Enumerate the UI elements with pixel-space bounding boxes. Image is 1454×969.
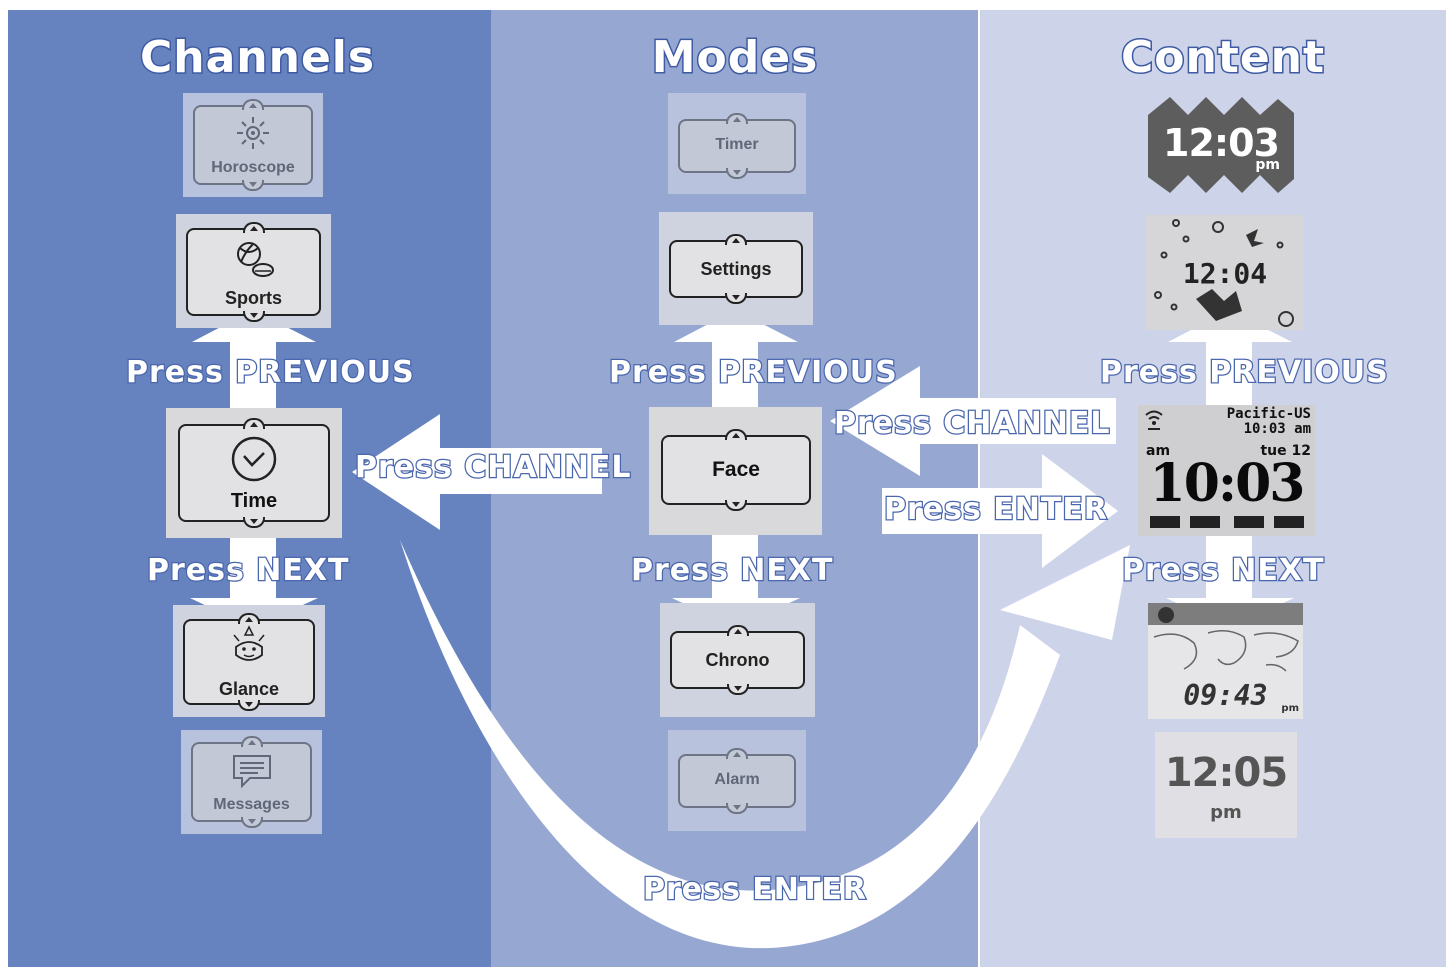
content-next-label: Press NEXT bbox=[1121, 552, 1325, 590]
content-to-modes-arrow bbox=[830, 366, 1116, 476]
bottom-enter-label: Press ENTER bbox=[642, 871, 867, 909]
channels-previous-label: Press PREVIOUS bbox=[125, 354, 415, 392]
modes-previous-label: Press PREVIOUS bbox=[608, 354, 898, 392]
face5-ampm: pm bbox=[1210, 802, 1242, 823]
modes-to-channels-arrow bbox=[352, 414, 602, 530]
modes-up-arrow bbox=[674, 310, 798, 410]
bubbles-pattern bbox=[1154, 219, 1294, 327]
channel-messages[interactable]: Messages bbox=[181, 730, 322, 834]
mode-face[interactable]: Face bbox=[649, 407, 822, 535]
alarm-label: Alarm bbox=[714, 771, 760, 788]
face5-time: 12:05 bbox=[1164, 750, 1288, 796]
mode-alarm[interactable]: Alarm bbox=[668, 730, 806, 831]
face3-city-time: 10:03 am bbox=[1243, 421, 1311, 437]
messages-label: Messages bbox=[213, 796, 290, 813]
glance-icon bbox=[233, 625, 265, 661]
channel-glance[interactable]: Glance bbox=[173, 605, 325, 717]
content-face-5[interactable]: 12:05 pm bbox=[1155, 732, 1297, 838]
face1-time: 12:03 bbox=[1163, 121, 1280, 165]
sports-icon bbox=[236, 242, 274, 277]
face3-day: tue 12 bbox=[1260, 443, 1311, 459]
channel-sports[interactable]: Sports bbox=[176, 214, 331, 328]
content-channel-label: Press CHANNEL bbox=[833, 405, 1111, 443]
content-face-3[interactable]: Pacific-US 10:03 am am tue 12 10:03 bbox=[1138, 405, 1315, 536]
time-label: Time bbox=[230, 490, 278, 512]
channels-next-label: Press NEXT bbox=[146, 552, 350, 590]
timer-label: Timer bbox=[715, 136, 759, 153]
settings-label: Settings bbox=[700, 259, 772, 279]
modes-next-label: Press NEXT bbox=[630, 552, 834, 590]
content-face-1[interactable]: 12:03 pm bbox=[1148, 93, 1294, 198]
world-map bbox=[1148, 603, 1303, 672]
content-face-2[interactable]: 12:04 bbox=[1146, 215, 1304, 330]
zigzag-pattern bbox=[1148, 93, 1294, 198]
content-heading: Content bbox=[1119, 31, 1326, 85]
content-enter-label: Press ENTER bbox=[883, 491, 1108, 529]
face3-city: Pacific-US bbox=[1226, 406, 1311, 422]
horoscope-label: Horoscope bbox=[211, 159, 295, 176]
clock-icon bbox=[231, 436, 277, 482]
channels-heading: Channels bbox=[139, 31, 376, 85]
channel-time[interactable]: Time bbox=[166, 408, 342, 538]
enter-curve-arrow bbox=[400, 540, 1130, 949]
glance-label: Glance bbox=[218, 679, 280, 699]
face3-time: 10:03 bbox=[1149, 453, 1306, 514]
horoscope-icon bbox=[237, 117, 269, 149]
face-label: Face bbox=[712, 458, 760, 481]
signal-icon bbox=[1145, 410, 1163, 430]
face1-ampm: pm bbox=[1255, 157, 1280, 173]
face4-time: 09:43 bbox=[1183, 679, 1268, 712]
face4-ampm: pm bbox=[1281, 703, 1299, 714]
modes-heading: Modes bbox=[650, 31, 819, 85]
chrono-label: Chrono bbox=[705, 650, 770, 670]
content-previous-label: Press PREVIOUS bbox=[1099, 354, 1389, 392]
mode-settings[interactable]: Settings bbox=[659, 212, 813, 325]
messages-icon bbox=[232, 755, 271, 789]
content-face-4[interactable]: 09:43 pm bbox=[1148, 603, 1303, 719]
modes-channel-label: Press CHANNEL bbox=[354, 449, 632, 487]
channel-horoscope[interactable]: Horoscope bbox=[183, 93, 323, 197]
face3-glyph-row bbox=[1150, 516, 1304, 528]
mode-chrono[interactable]: Chrono bbox=[660, 603, 815, 717]
face2-time: 12:04 bbox=[1182, 257, 1268, 290]
modes-to-content-arrow bbox=[882, 454, 1118, 568]
sports-label: Sports bbox=[224, 288, 282, 308]
mode-timer[interactable]: Timer bbox=[668, 93, 806, 194]
face3-ampm: am bbox=[1146, 443, 1171, 459]
